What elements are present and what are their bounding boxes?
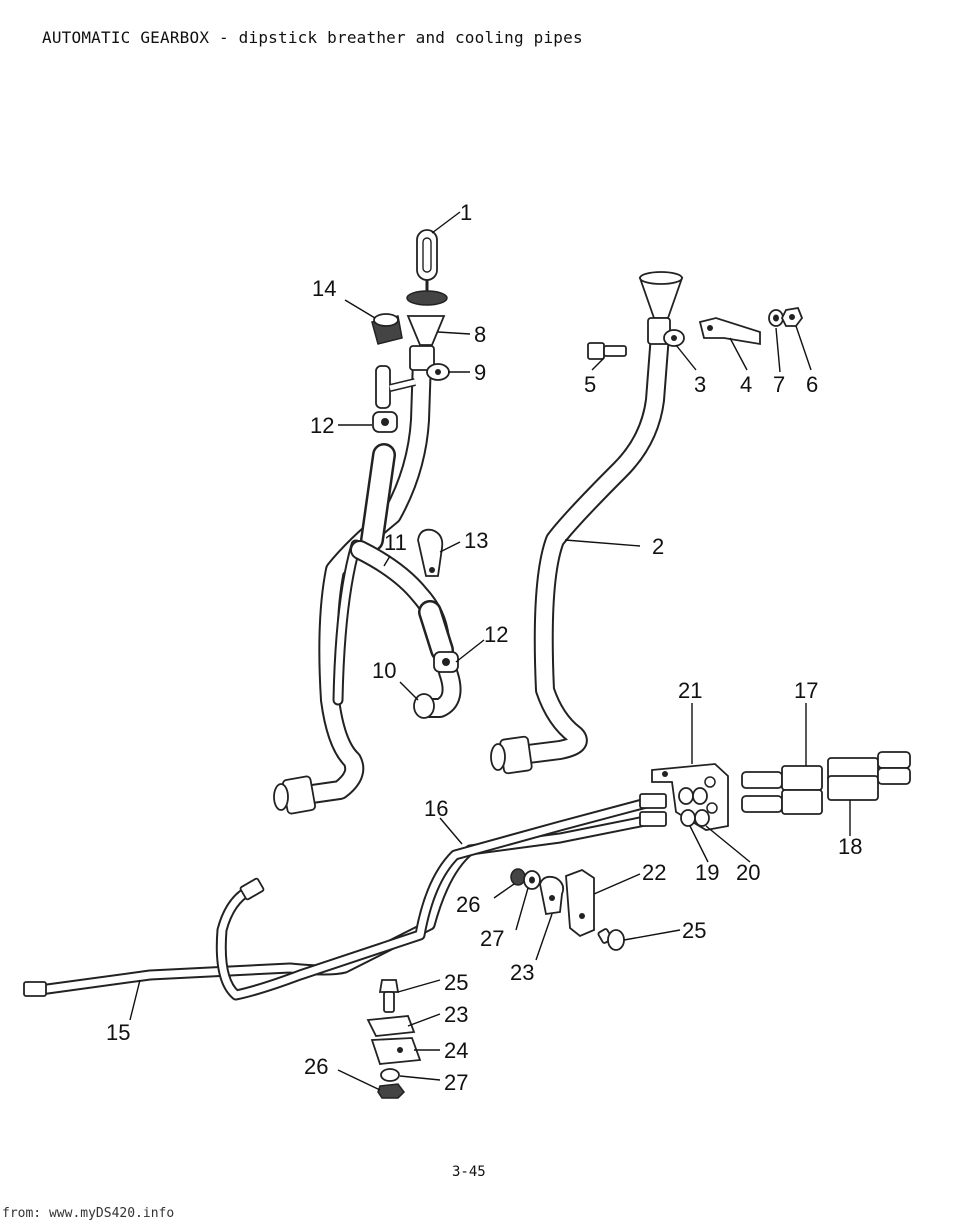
callout-18: 18 (838, 834, 862, 859)
nut (692, 787, 708, 805)
nut (510, 868, 526, 886)
callout-17: 17 (794, 678, 818, 703)
callout-7: 7 (773, 372, 785, 397)
callout-16: 16 (424, 796, 448, 821)
callout-12-lower: 12 (484, 622, 508, 647)
dipstick (406, 229, 448, 306)
callout-23-upper: 23 (510, 960, 534, 985)
bolt (378, 979, 400, 1013)
callout-27-upper: 27 (480, 926, 504, 951)
cooling-hose-18 (741, 767, 911, 815)
washer (680, 809, 696, 827)
callout-12-upper: 12 (310, 413, 334, 438)
callout-26-upper: 26 (456, 892, 480, 917)
callout-25-lower: 25 (444, 970, 468, 995)
dipstick-tube-assembly (273, 315, 450, 815)
hose-clip-lower (433, 651, 459, 673)
callout-26-lower: 26 (304, 1054, 328, 1079)
pipe-clamp-lower (366, 1015, 422, 1065)
nut (694, 809, 710, 827)
pipe-clamp-upper (539, 868, 595, 938)
callout-5: 5 (584, 372, 596, 397)
callout-11: 11 (384, 530, 407, 555)
callout-22: 22 (642, 860, 666, 885)
page-title: AUTOMATIC GEARBOX - dipstick breather an… (42, 28, 583, 47)
callout-1: 1 (460, 200, 472, 225)
callout-3: 3 (694, 372, 706, 397)
cooling-pipe-16 (215, 793, 667, 1001)
callout-21: 21 (678, 678, 702, 703)
callout-2: 2 (652, 534, 664, 559)
callout-9: 9 (474, 360, 486, 385)
bolt (597, 928, 625, 951)
breather-cap (371, 313, 403, 345)
p-clip (417, 528, 444, 577)
breather-hose (332, 365, 462, 719)
callout-23-lower: 23 (444, 1002, 468, 1027)
hose-clip-upper (372, 411, 398, 433)
callout-8: 8 (474, 322, 486, 347)
breather-pipe (490, 271, 685, 775)
bracket (698, 317, 761, 346)
callout-10: 10 (372, 658, 396, 683)
nut (377, 1083, 405, 1099)
bolt (587, 342, 627, 360)
callout-13: 13 (464, 528, 488, 553)
callout-25-upper: 25 (682, 918, 706, 943)
callout-6: 6 (806, 372, 818, 397)
callout-20: 20 (736, 860, 760, 885)
washer (678, 787, 694, 805)
callout-24: 24 (444, 1038, 468, 1063)
callout-15: 15 (106, 1020, 130, 1045)
source-footer: from: www.myDS420.info (2, 1206, 175, 1221)
washer (380, 1068, 400, 1082)
callout-19: 19 (695, 860, 719, 885)
leader-lines (129, 211, 851, 1091)
callout-4: 4 (740, 372, 752, 397)
callout-14: 14 (312, 276, 336, 301)
page-number: 3-45 (452, 1164, 486, 1180)
callout-27-lower: 27 (444, 1070, 468, 1095)
